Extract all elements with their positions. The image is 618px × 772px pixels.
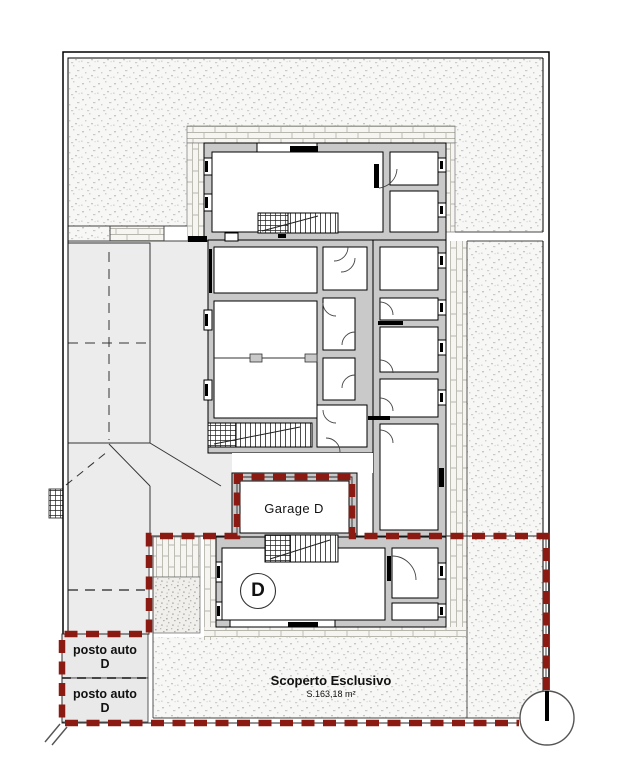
upper-building <box>203 142 447 242</box>
unit-circle <box>239 572 277 610</box>
property-boundary-dashed <box>58 473 550 727</box>
garage-label: Garage D <box>264 501 324 516</box>
parking-stall-line1: posto auto <box>73 687 137 701</box>
open-area-size: S.163,18 m² <box>306 689 356 699</box>
parking-stall-line2: D <box>100 701 110 715</box>
lower-building <box>215 534 447 628</box>
garage-room <box>231 472 358 541</box>
parking-stall-label: posto auto D <box>62 643 148 671</box>
parking-stalls <box>61 589 149 723</box>
middle-building <box>203 232 447 538</box>
lot-division-lines <box>68 225 543 719</box>
unit-letter-label: D <box>251 580 265 601</box>
wall-tick <box>188 236 207 242</box>
boundary-corner-ticks <box>44 723 68 746</box>
adjacent-building-roof <box>65 242 222 533</box>
parking-stall-line2: D <box>100 657 110 671</box>
survey-marker-icon <box>519 690 575 746</box>
open-area-label: Scoperto Esclusivo S.163,18 m² <box>231 673 431 699</box>
garden-patch <box>152 576 201 634</box>
parking-stall-label: posto auto D <box>62 687 148 715</box>
external-stair <box>48 488 64 519</box>
courtyard-gap <box>232 453 373 473</box>
lot-stipple-areas <box>68 58 543 718</box>
door-swings <box>322 246 394 453</box>
open-area-title: Scoperto Esclusivo <box>270 673 392 688</box>
parking-stall-line1: posto auto <box>73 643 137 657</box>
